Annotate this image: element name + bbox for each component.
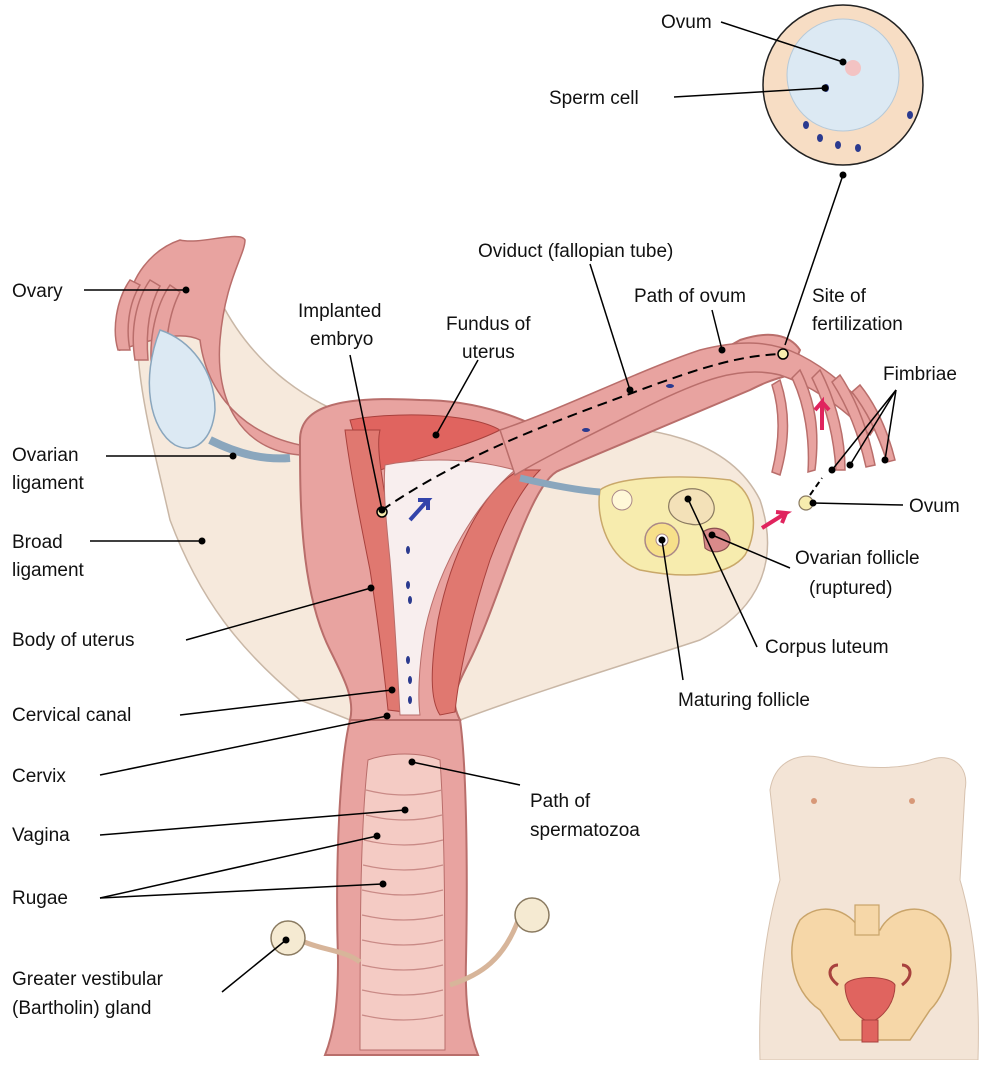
label-ovarian-ligament-line2: ligament <box>12 473 85 494</box>
label-ovarian-follicle-line2: (ruptured) <box>809 578 892 599</box>
label-cervix: Cervix <box>12 766 66 787</box>
site-of-fertilization-marker <box>778 349 788 359</box>
ovum-inset-nucleus <box>845 60 861 76</box>
label-ovarian-ligament-line1: Ovarian <box>12 445 79 466</box>
label-ovum-top: Ovum <box>661 12 712 33</box>
bartholin-gland-right <box>515 898 549 932</box>
label-fundus-line2: uterus <box>462 342 515 363</box>
label-implanted-embryo-line1: Implanted <box>298 301 381 322</box>
label-maturing-follicle: Maturing follicle <box>678 690 810 711</box>
label-greater-vestibular-line1: Greater vestibular <box>12 969 164 990</box>
ovum-path-dash-short <box>810 478 822 495</box>
body-inset-vagina <box>862 1020 878 1042</box>
ovum-inset-zona <box>787 19 899 131</box>
label-implanted-embryo-line2: embryo <box>310 329 373 350</box>
label-rugae: Rugae <box>12 888 68 909</box>
label-fimbriae: Fimbriae <box>883 364 957 385</box>
label-ovarian-follicle-line1: Ovarian follicle <box>795 548 920 569</box>
label-corpus-luteum: Corpus luteum <box>765 637 889 658</box>
label-path-of-spermatozoa-line1: Path of <box>530 791 591 812</box>
label-body-of-uterus: Body of uterus <box>12 630 135 651</box>
small-follicle <box>612 490 632 510</box>
label-ovum-right: Ovum <box>909 496 960 517</box>
body-inset-nipple-left <box>811 798 817 804</box>
label-fundus-line1: Fundus of <box>446 314 531 335</box>
label-greater-vestibular-line2: (Bartholin) gland <box>12 998 151 1019</box>
vagina-inner <box>360 754 445 1050</box>
body-inset-spine <box>855 905 879 935</box>
label-broad-ligament-line2: ligament <box>12 560 85 581</box>
label-vagina: Vagina <box>12 825 70 846</box>
label-cervical-canal: Cervical canal <box>12 705 131 726</box>
body-inset-nipple-right <box>909 798 915 804</box>
label-path-of-spermatozoa-line2: spermatozoa <box>530 820 640 841</box>
label-site-of-fertilization-line1: Site of <box>812 286 867 307</box>
label-site-of-fertilization-line2: fertilization <box>812 314 903 335</box>
label-path-of-ovum: Path of ovum <box>634 286 746 307</box>
label-oviduct: Oviduct (fallopian tube) <box>478 241 673 262</box>
label-sperm-cell: Sperm cell <box>549 88 639 109</box>
label-broad-ligament-line1: Broad <box>12 532 63 553</box>
label-ovary: Ovary <box>12 281 63 302</box>
